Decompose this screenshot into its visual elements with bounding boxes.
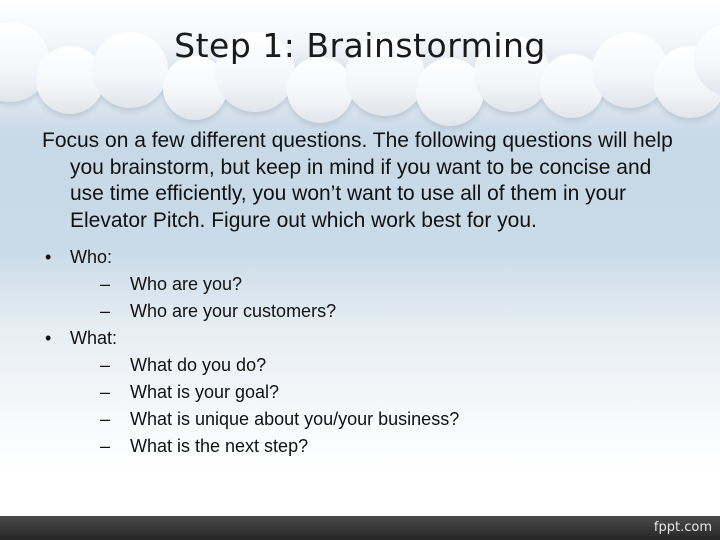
bullet-label: What: bbox=[70, 328, 118, 348]
sub-item: – What is your goal? bbox=[70, 379, 682, 406]
sub-item: – Who are you? bbox=[70, 271, 682, 298]
intro-paragraph: Focus on a few different questions. The … bbox=[42, 129, 673, 232]
slide-title-text: Step 1: Brainstorming bbox=[174, 26, 546, 65]
bullet-dot-icon: • bbox=[45, 328, 52, 348]
sub-item-label: What do you do? bbox=[130, 355, 267, 375]
dash-icon: – bbox=[100, 274, 111, 294]
footer-bar: fppt.com bbox=[0, 516, 720, 540]
sub-item-label: Who are you? bbox=[130, 274, 243, 294]
dash-icon: – bbox=[100, 436, 111, 456]
dash-icon: – bbox=[100, 301, 111, 321]
sub-list: – Who are you? – Who are your customers? bbox=[70, 271, 682, 325]
sub-item: – Who are your customers? bbox=[70, 298, 682, 325]
sub-item-label: Who are your customers? bbox=[130, 301, 337, 321]
dash-icon: – bbox=[100, 355, 111, 375]
sub-item: – What do you do? bbox=[70, 352, 682, 379]
sub-item-label: What is your goal? bbox=[130, 382, 280, 402]
dash-icon: – bbox=[100, 409, 111, 429]
bullet-item-what: • What: – What do you do? – What is your… bbox=[42, 325, 682, 460]
sub-list: – What do you do? – What is your goal? –… bbox=[70, 352, 682, 460]
cloud-banner bbox=[0, 0, 720, 126]
bullet-label: Who: bbox=[70, 247, 113, 267]
bullet-dot-icon: • bbox=[45, 247, 52, 267]
dash-icon: – bbox=[100, 382, 111, 402]
bullet-list: • Who: – Who are you? – Who are your cus… bbox=[42, 244, 682, 460]
sub-item-label: What is the next step? bbox=[130, 436, 309, 456]
slide-body: Focus on a few different questions. The … bbox=[42, 128, 682, 460]
sub-item-label: What is unique about you/your business? bbox=[130, 409, 460, 429]
sub-item: – What is the next step? bbox=[70, 433, 682, 460]
sub-item: – What is unique about you/your business… bbox=[70, 406, 682, 433]
slide-title: Step 1: Brainstorming bbox=[0, 26, 720, 65]
bullet-item-who: • Who: – Who are you? – Who are your cus… bbox=[42, 244, 682, 325]
footer-brand: fppt.com bbox=[653, 520, 712, 535]
